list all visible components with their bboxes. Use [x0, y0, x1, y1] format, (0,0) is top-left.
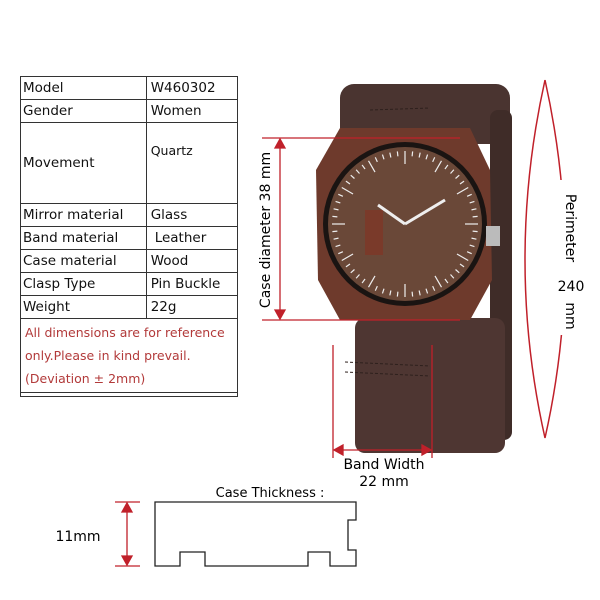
tick-mark [425, 154, 429, 160]
tick-mark [432, 285, 436, 291]
tick-mark [332, 230, 338, 233]
tick-mark [345, 263, 351, 268]
band-width-label: Band Width [343, 457, 424, 473]
tick-mark [418, 152, 421, 158]
tick-mark [335, 244, 341, 248]
tick-mark [374, 157, 378, 163]
tick-mark [381, 288, 385, 294]
spec-value: Women [145, 99, 239, 123]
tick-mark [471, 237, 477, 240]
lower-strap [355, 318, 505, 453]
disclaimer-note: All dimensions are for reference only.Pl… [20, 318, 238, 393]
spec-value: Pin Buckle [145, 272, 239, 296]
tick-mark [350, 269, 355, 274]
tick-mark [455, 269, 460, 274]
tick-mark [411, 291, 414, 297]
spec-label: Weight [20, 295, 147, 319]
tick-mark [396, 291, 399, 297]
tick-mark [466, 251, 472, 255]
minute-hand [404, 198, 446, 226]
tick-mark [374, 285, 378, 291]
band-width-value: 22 mm [359, 474, 409, 490]
spec-label: Clasp Type [20, 272, 147, 296]
tick-mark [434, 160, 443, 173]
tick-mark [455, 174, 460, 179]
tick-mark [367, 275, 376, 288]
spec-label: Model [20, 76, 147, 100]
note-line: All dimensions are for reference [25, 325, 225, 340]
tick-mark [381, 154, 385, 160]
tick-mark [389, 290, 392, 296]
stitching [344, 371, 431, 377]
spec-label: Mirror material [20, 203, 147, 227]
tick-mark [432, 157, 436, 163]
tick-mark [434, 275, 443, 288]
tick-mark [411, 151, 414, 157]
stitching [344, 361, 431, 367]
tick-mark [456, 186, 469, 195]
tick-mark [469, 244, 475, 248]
spec-value: Glass [145, 203, 239, 227]
tick-mark [350, 174, 355, 179]
spec-value: W460302 [145, 76, 239, 100]
tick-mark [444, 278, 449, 284]
tick-mark [333, 237, 339, 240]
tick-mark [459, 263, 465, 268]
case-thickness-dimension [115, 501, 140, 567]
perimeter-label: Perimeter [562, 194, 578, 263]
tick-mark [472, 215, 478, 218]
case-diameter-label: Case diameter 38 mm [258, 152, 274, 308]
tick-mark [333, 208, 339, 211]
tick-mark [450, 169, 455, 174]
hour-markers [332, 151, 478, 297]
spec-label: Band material [20, 226, 147, 250]
skeleton-window [365, 210, 383, 255]
case-side-profile [154, 501, 357, 567]
tick-mark [466, 193, 472, 197]
case-thickness-label: Case Thickness : [216, 486, 325, 501]
tick-mark [367, 160, 376, 173]
tick-mark [335, 200, 341, 204]
tick-mark [418, 290, 421, 296]
perimeter-value: 240 [558, 279, 585, 295]
hour-hand [377, 203, 406, 226]
table-footer-line [20, 392, 238, 397]
band-width-dimension [332, 345, 433, 458]
tick-mark [471, 208, 477, 211]
spec-value: Wood [145, 249, 239, 273]
spec-label: Case material [20, 249, 147, 273]
case-thickness-value: 11mm [55, 529, 100, 545]
tick-mark [355, 169, 360, 174]
crown [486, 226, 500, 246]
perimeter-unit: mm [562, 302, 578, 329]
tick-mark [361, 278, 366, 284]
tick-mark [456, 253, 469, 262]
tick-mark [444, 164, 449, 170]
tick-mark [332, 215, 338, 218]
tick-mark [450, 274, 455, 279]
spec-value: Quartz [145, 122, 239, 204]
note-line: only.Please in kind prevail. [25, 348, 191, 363]
spec-value: Leather [145, 226, 239, 250]
tick-mark [338, 193, 344, 197]
tick-mark [355, 274, 360, 279]
tick-mark [472, 230, 478, 233]
tick-mark [459, 180, 465, 185]
tick-mark [361, 164, 366, 170]
tick-mark [345, 180, 351, 185]
tick-mark [425, 288, 429, 294]
tick-mark [396, 151, 399, 157]
tick-mark [469, 200, 475, 204]
tick-mark [389, 152, 392, 158]
tick-mark [338, 251, 344, 255]
tick-mark [341, 186, 354, 195]
stitching [369, 107, 431, 111]
case-diameter-dimension [262, 137, 460, 321]
tick-mark [341, 253, 354, 262]
note-line: (Deviation ± 2mm) [25, 371, 146, 386]
